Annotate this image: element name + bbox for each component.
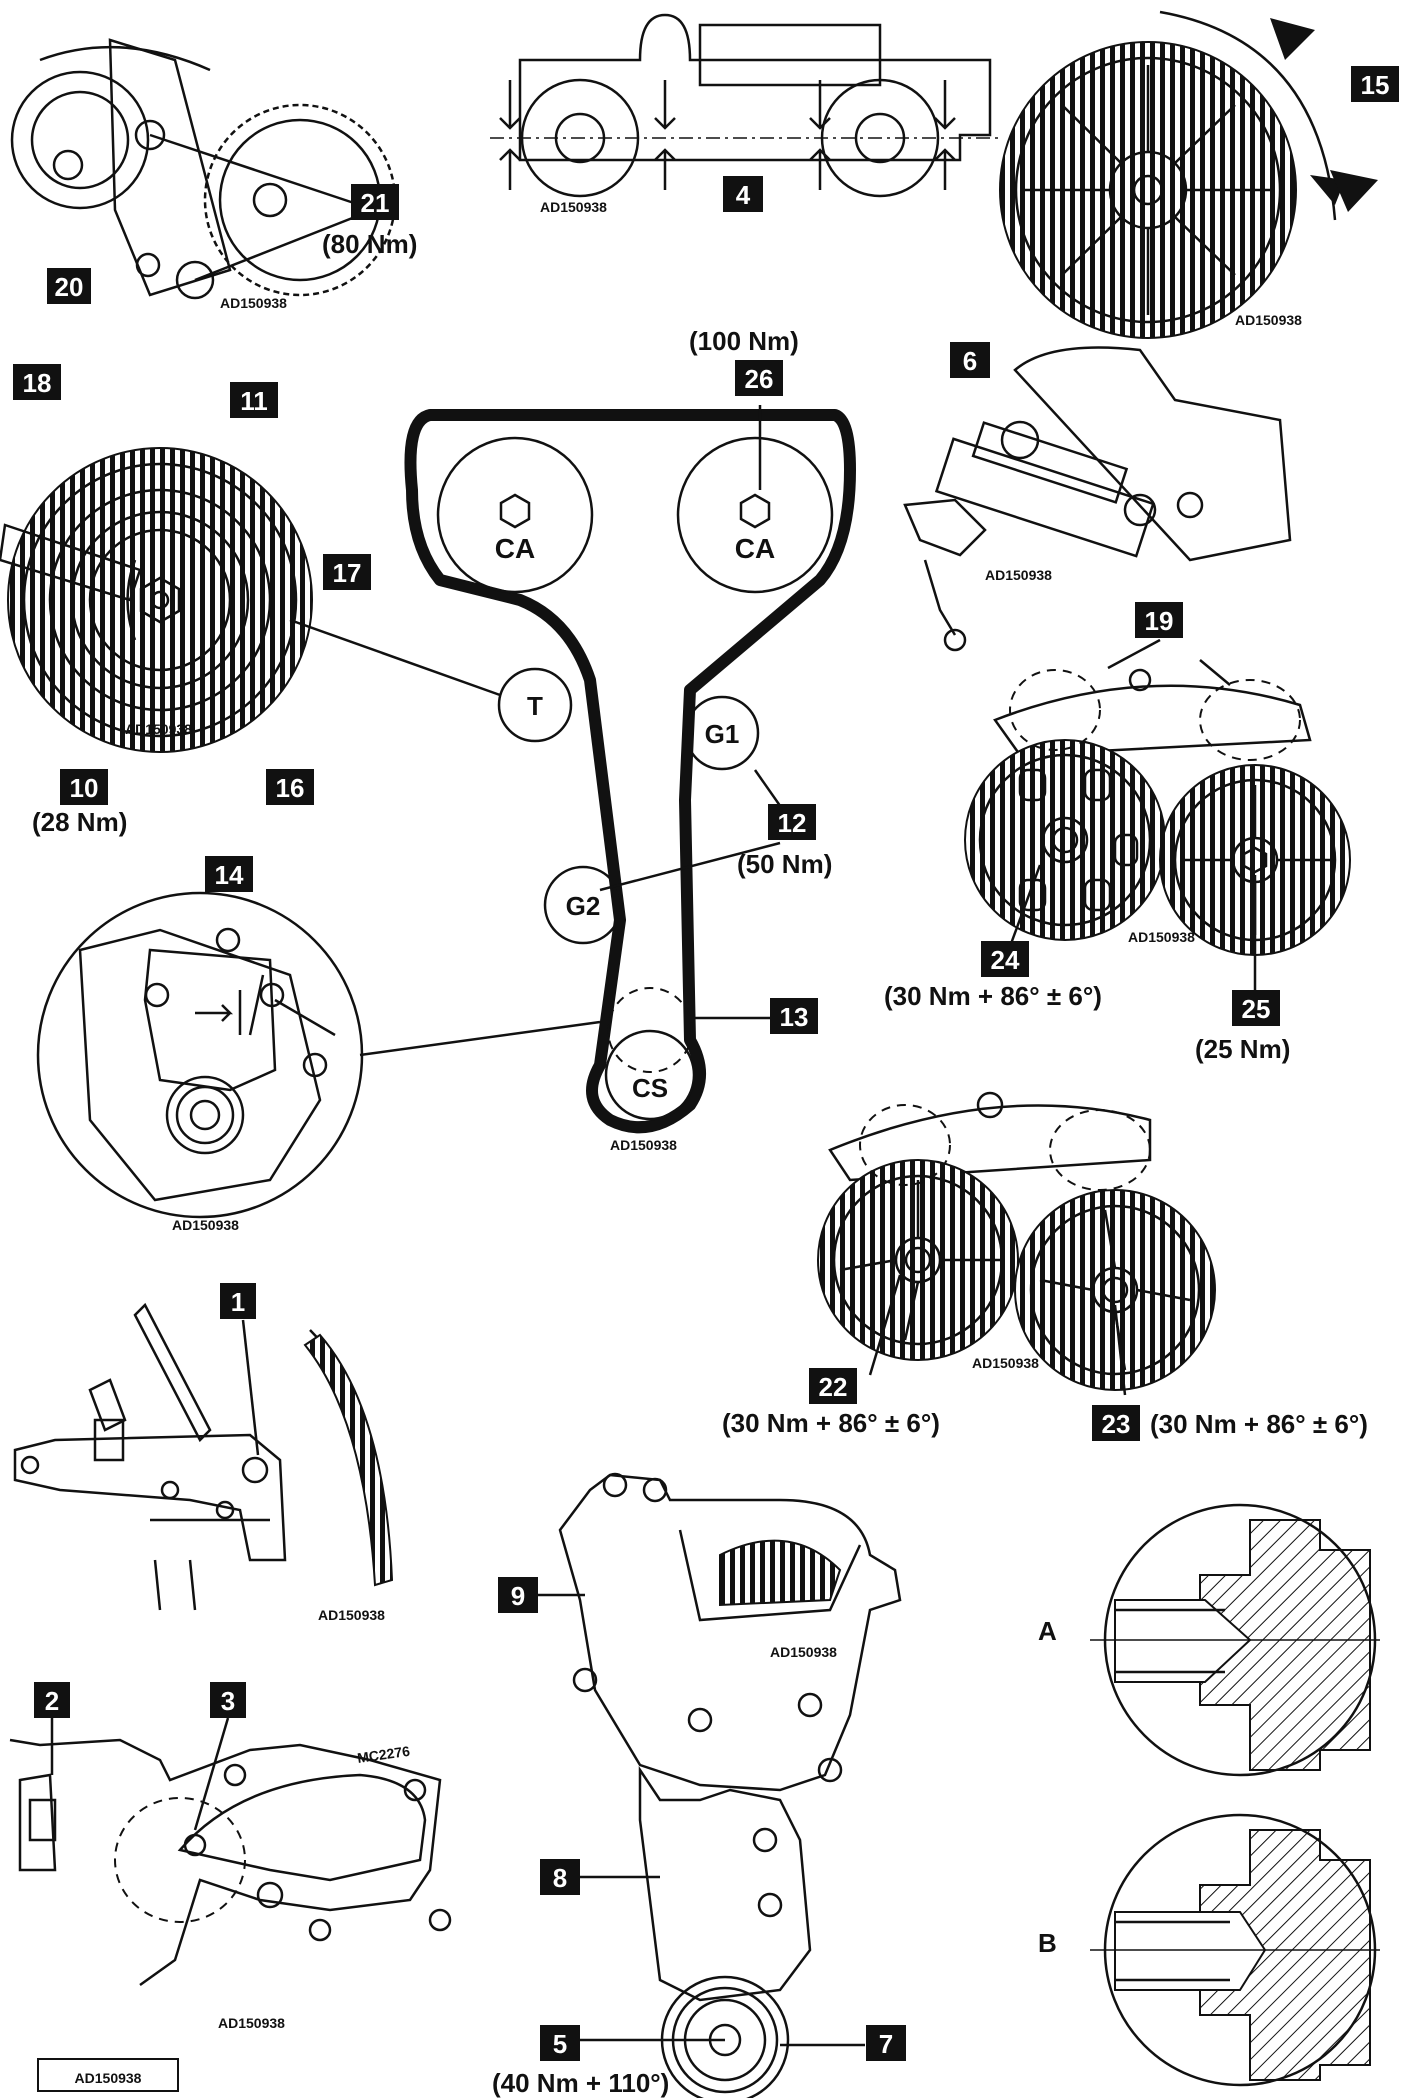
panel-cam-sprockets-marks: AD150938 [964, 638, 1351, 990]
panel-camshaft-alignment: AD150938 [490, 13, 1000, 215]
torque-24: (30 Nm + 86° ± 6°) [884, 981, 1102, 1011]
svg-text:1: 1 [231, 1287, 245, 1317]
callout-1: 1 [220, 1283, 256, 1319]
ref-label-alt: MC2276 [356, 1743, 411, 1766]
callout-24: 24 [981, 941, 1029, 977]
svg-text:16: 16 [276, 773, 305, 803]
section-view-b: B [1038, 1813, 1380, 2087]
callout-9: 9 [498, 1577, 538, 1613]
callout-15: 15 [1351, 66, 1399, 102]
svg-text:25: 25 [1242, 994, 1271, 1024]
ref-label: AD150938 [125, 721, 192, 737]
svg-text:18: 18 [23, 368, 52, 398]
callout-5: 5 [540, 2025, 580, 2061]
ref-label: AD150938 [318, 1607, 385, 1623]
torque-10: (28 Nm) [32, 807, 127, 837]
ref-label: AD150938 [540, 199, 607, 215]
ref-label: AD150938 [985, 567, 1052, 583]
torque-5: (40 Nm + 110°) [492, 2068, 669, 2098]
svg-text:22: 22 [819, 1372, 848, 1402]
callout-16: 16 [266, 769, 314, 805]
callout-3: 3 [210, 1682, 246, 1718]
torque-12: (50 Nm) [737, 849, 832, 879]
callout-23: 23 [1092, 1405, 1140, 1441]
torque-22: (30 Nm + 86° ± 6°) [722, 1408, 940, 1438]
view-b-label: B [1038, 1928, 1057, 1958]
svg-text:8: 8 [553, 1863, 567, 1893]
panel-tensioner-adjust: AD150938 [0, 447, 313, 753]
torque-25: (25 Nm) [1195, 1034, 1290, 1064]
camshaft-pulley-right-label: CA [735, 533, 775, 564]
svg-text:10: 10 [70, 773, 99, 803]
svg-text:3: 3 [221, 1686, 235, 1716]
svg-text:13: 13 [780, 1002, 809, 1032]
svg-text:26: 26 [745, 364, 774, 394]
panel-sprocket-rotation: AD150938 [999, 10, 1378, 339]
svg-text:19: 19 [1145, 606, 1174, 636]
view-a-label: A [1038, 1616, 1057, 1646]
tensioner-pulley-label: T [527, 691, 543, 721]
panel-tensioner-pointer: AD150938 [36, 891, 364, 1233]
svg-text:11: 11 [240, 386, 268, 416]
svg-text:17: 17 [333, 558, 362, 588]
callout-11: 11 [230, 382, 278, 418]
svg-text:23: 23 [1102, 1409, 1131, 1439]
ref-label: AD150938 [1235, 312, 1302, 328]
svg-text:14: 14 [215, 860, 244, 890]
svg-text:AD150938: AD150938 [75, 2070, 142, 2086]
callout-13: 13 [770, 998, 818, 1034]
torque-21: (80 Nm) [322, 229, 417, 259]
timing-belt [404, 409, 856, 1134]
ref-label: AD150938 [172, 1217, 239, 1233]
ref-label: AD150938 [610, 1137, 677, 1153]
torque-26: (100 Nm) [689, 326, 799, 356]
callout-6: 6 [950, 342, 990, 378]
svg-text:15: 15 [1361, 70, 1390, 100]
torque-23: (30 Nm + 86° ± 6°) [1150, 1409, 1368, 1439]
callout-8: 8 [540, 1859, 580, 1895]
guide-pulley-1-label: G1 [705, 719, 740, 749]
callout-19: 19 [1135, 602, 1183, 638]
figure-reference: AD150938 [37, 2058, 179, 2092]
ref-label: AD150938 [220, 295, 287, 311]
crankshaft-pulley-label: CS [632, 1073, 668, 1103]
panel-timing-covers: AD150938 [535, 1472, 902, 2098]
section-view-a: A [1038, 1503, 1380, 1777]
camshaft-pulley-left-label: CA [495, 533, 535, 564]
svg-text:24: 24 [991, 945, 1020, 975]
callout-26: 26 [735, 360, 783, 396]
svg-text:9: 9 [511, 1581, 525, 1611]
ref-label: AD150938 [218, 2015, 285, 2031]
belt-routing-diagram: CA CA T G1 G2 CS AD150938 [289, 405, 856, 1153]
callout-2: 2 [34, 1682, 70, 1718]
callout-20: 20 [47, 268, 91, 304]
guide-pulley-2-label: G2 [566, 891, 601, 921]
panel-camshaft-locking-tool: AD150938 [903, 346, 1292, 652]
ref-label: AD150938 [1128, 929, 1195, 945]
callout-14: 14 [205, 856, 253, 892]
svg-text:21: 21 [361, 188, 390, 218]
callout-10: 10 [60, 769, 108, 805]
callout-4: 4 [723, 176, 763, 212]
panel-flywheel-locking: AD150938 [13, 1302, 394, 1623]
callout-21: 21 [351, 184, 399, 220]
svg-text:7: 7 [879, 2029, 893, 2059]
svg-text:4: 4 [736, 180, 751, 210]
callout-7: 7 [866, 2025, 906, 2061]
ref-label: AD150938 [972, 1355, 1039, 1371]
svg-text:12: 12 [778, 808, 807, 838]
panel-crankshaft-locking: AD150938 MC2276 [9, 1717, 452, 2031]
callout-17: 17 [323, 554, 371, 590]
callout-22: 22 [809, 1368, 857, 1404]
svg-text:2: 2 [45, 1686, 59, 1716]
callout-18: 18 [13, 364, 61, 400]
ref-label: AD150938 [770, 1644, 837, 1660]
svg-text:5: 5 [553, 2029, 567, 2059]
svg-text:20: 20 [55, 272, 84, 302]
callout-12: 12 [768, 804, 816, 840]
svg-text:6: 6 [963, 346, 977, 376]
panel-cam-sprockets-bolts: AD150938 [817, 1091, 1216, 1396]
callout-25: 25 [1232, 990, 1280, 1026]
